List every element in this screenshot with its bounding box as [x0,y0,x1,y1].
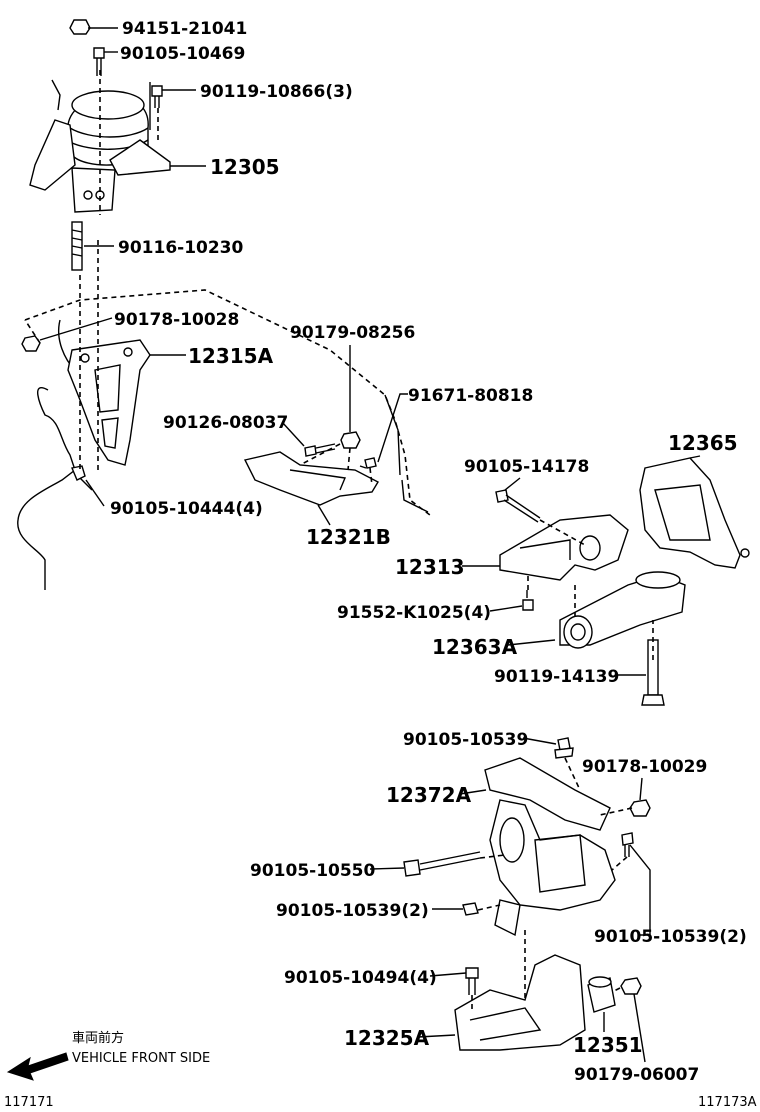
alignment-lines [24,70,654,1010]
label-90119-14139: 90119-14139 [494,667,619,687]
label-90105-10539-right: 90105-10539(2) [594,927,747,947]
bolt-91552-K1025 [522,590,534,611]
label-12305: 12305 [210,155,280,179]
part-labels: 94151-21041 90105-10469 90119-10866(3) 1… [110,19,747,1085]
label-90179-06007: 90179-06007 [574,1065,699,1085]
legend-english: VEHICLE FRONT SIDE [72,1051,210,1066]
bracket-12315A [67,339,151,466]
label-91552-K1025: 91552-K1025(4) [337,603,491,623]
label-90119-10866: 90119-10866(3) [200,82,353,102]
bushing-12351 [587,976,616,1013]
label-12313: 12313 [395,555,465,579]
cover-12365 [639,457,750,569]
front-arrow-icon [6,1052,69,1081]
label-90105-10539-left: 90105-10539(2) [276,901,429,921]
bracket-12313 [499,514,629,581]
label-91671-80818: 91671-80818 [408,386,533,406]
label-90105-10539-top: 90105-10539 [403,730,528,750]
bolt-90119-10866 [151,85,163,108]
label-12321B: 12321B [306,525,391,549]
label-90105-10494: 90105-10494(4) [284,968,437,988]
label-12365: 12365 [668,431,738,455]
figure-code-right: 117173A [698,1095,757,1110]
vehicle-front-legend: 車両前方 VEHICLE FRONT SIDE [6,1030,210,1081]
bolt-90105-10469 [93,47,105,76]
bolt-90105-10539-left [462,902,479,916]
label-12363A: 12363A [432,635,518,659]
nut-94151 [69,19,91,35]
figure-code-left: 117171 [4,1095,54,1110]
bolt-90105-10494 [465,967,479,995]
label-12372A: 12372A [386,783,472,807]
label-12351: 12351 [573,1033,643,1057]
label-90116-10230: 90116-10230 [118,238,244,258]
leader-lines [39,27,701,1063]
label-90126-08037: 90126-08037 [163,413,288,433]
label-90105-10444: 90105-10444(4) [110,499,263,519]
mount-12305 [29,79,171,213]
label-90179-08256: 90179-08256 [290,323,415,343]
bracket-12321B [243,451,379,506]
bolt-90105-10444 [71,465,93,491]
label-90178-10029: 90178-10029 [582,757,707,777]
label-12315A: 12315A [188,344,274,368]
legend-japanese: 車両前方 [72,1030,124,1046]
nut-90179-06007 [620,977,642,995]
label-90178-10028: 90178-10028 [114,310,239,330]
bolt-90105-10539-top [554,737,574,759]
bolt-90105-10539-right [621,832,634,857]
nut-90179-08256 [340,431,361,449]
bolt-90126-08037 [304,443,336,457]
nut-90178-10028 [21,335,41,352]
bolt-90105-14178 [495,489,541,523]
bolt-90105-10550 [403,851,481,877]
stud-90116-10230 [71,221,83,271]
bolt-91671-80818 [359,457,377,469]
label-90105-10469: 90105-10469 [120,44,245,64]
bracket-12372A [484,757,616,937]
label-90105-14178: 90105-14178 [464,457,589,477]
rod-12363A [559,571,686,649]
label-12325A: 12325A [344,1026,430,1050]
nut-90178-10029 [629,799,651,817]
label-90105-10550: 90105-10550 [250,861,376,881]
bracket-12325A [454,954,586,1051]
label-94151-21041: 94151-21041 [122,19,247,39]
